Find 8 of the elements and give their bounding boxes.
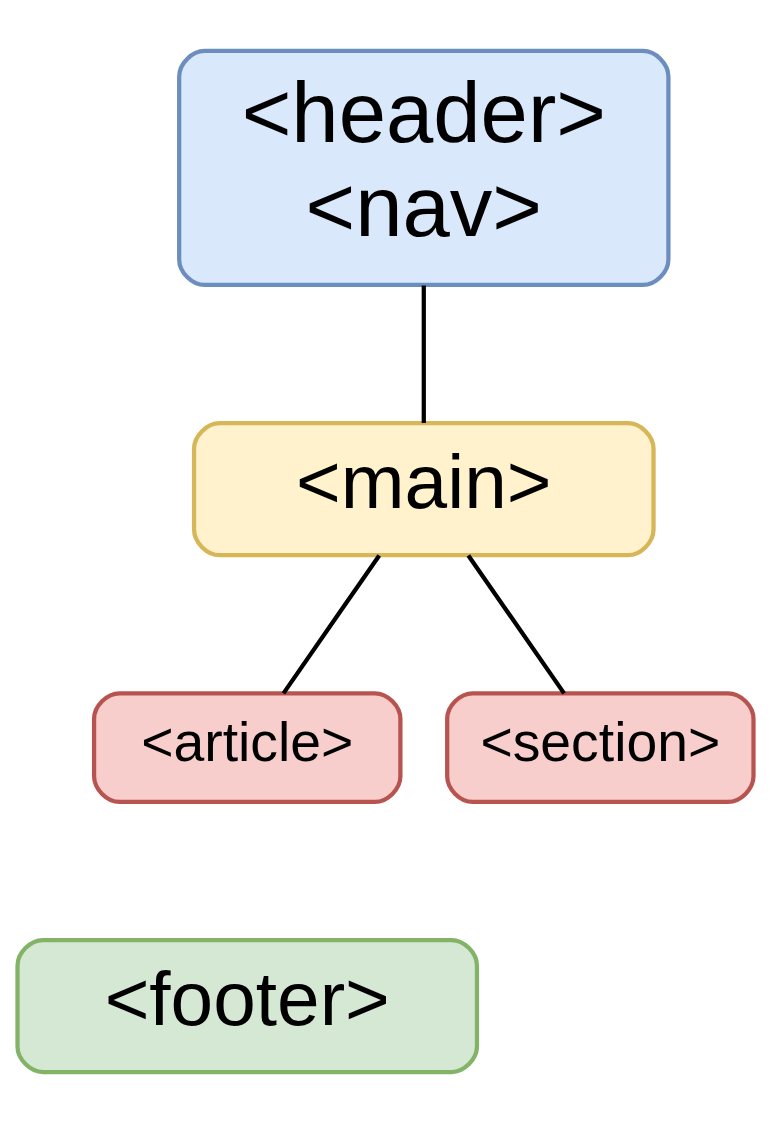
node-box: <footer> [14, 937, 479, 1074]
node-box: <header> <nav> [176, 48, 671, 287]
node-box: <article> [91, 690, 402, 804]
connector [421, 284, 426, 423]
connector [281, 553, 381, 695]
node-box: <main> [191, 420, 656, 557]
connector [466, 553, 566, 695]
node-box: <section> [444, 690, 756, 804]
